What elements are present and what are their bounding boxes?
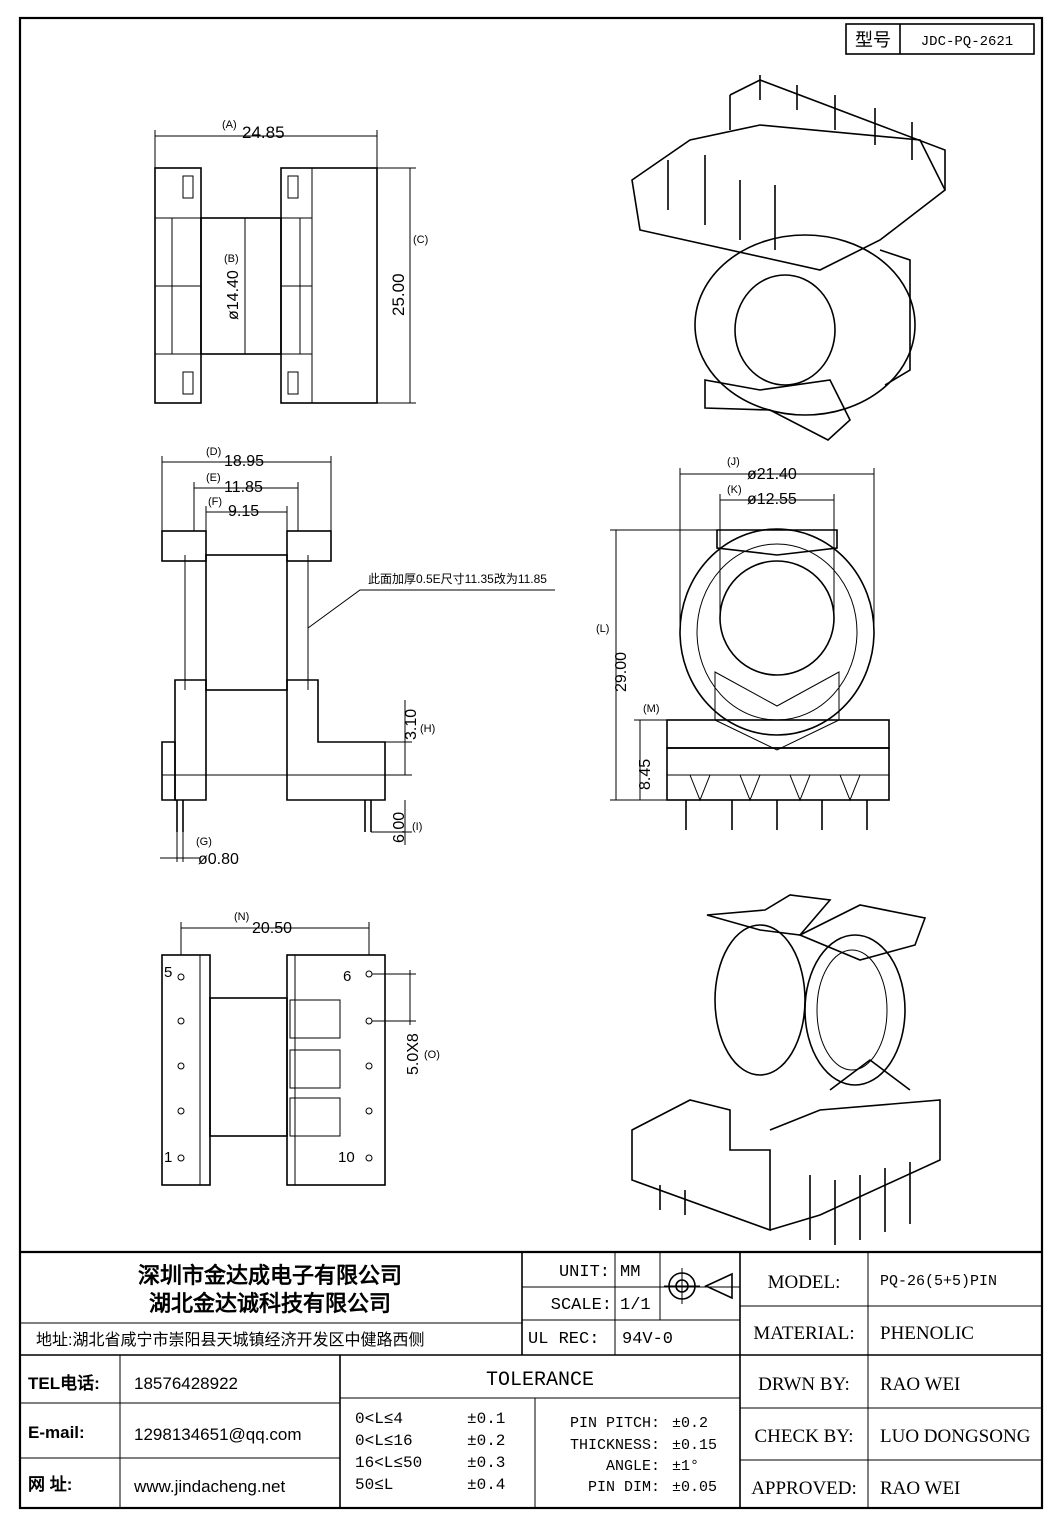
dim-k-value: ø12.55: [747, 491, 797, 508]
tol-range-3: 50≤L: [355, 1476, 393, 1494]
drawn-by-value: RAO WEI: [880, 1374, 960, 1395]
tel-label: TEL电话:: [28, 1373, 100, 1393]
check-by-value: LUO DONGSONG: [880, 1426, 1031, 1447]
ulrec-value: 94V-0: [622, 1330, 673, 1349]
material-label: MATERIAL:: [753, 1323, 854, 1344]
dim-c-value: 25.00: [389, 273, 408, 316]
model-number-box: 型号 JDC-PQ-2621: [845, 23, 1035, 55]
model-label: MODEL:: [768, 1272, 841, 1293]
isometric-view-bottom: [631, 894, 941, 1245]
dim-l-tag: (L): [596, 623, 609, 635]
dim-a-value: 24.85: [242, 123, 285, 142]
model-box-value: JDC-PQ-2621: [921, 34, 1013, 50]
web-label: 网 址:: [28, 1475, 72, 1494]
dim-f-tag: (F): [208, 496, 222, 508]
company-address: 地址:湖北省咸宁市崇阳县天城镇经济开发区中健路西侧: [36, 1331, 424, 1349]
tol-right-name-2: ANGLE:: [606, 1458, 660, 1475]
top-view: (A) 24.85 (B) ø14.40 (C) 25.00: [154, 119, 428, 404]
tol-value-3: ±0.4: [467, 1476, 505, 1494]
scale-value: 1/1: [620, 1296, 651, 1315]
dim-n-value: 20.50: [252, 920, 292, 937]
company-name-2: 湖北金达诚科技有限公司: [149, 1291, 391, 1316]
model-box-label: 型号: [855, 30, 891, 50]
pin-label-5: 5: [164, 964, 172, 981]
tol-right-name-0: PIN PITCH:: [570, 1415, 660, 1432]
web-value: www.jindacheng.net: [133, 1477, 285, 1496]
tol-right-name-3: PIN DIM:: [588, 1479, 660, 1496]
model-value: PQ-26(5+5)PIN: [880, 1273, 997, 1290]
dim-e-tag: (E): [206, 472, 221, 484]
pin-label-1: 1: [164, 1149, 172, 1166]
title-block: 深圳市金达成电子有限公司 湖北金达诚科技有限公司 地址:湖北省咸宁市崇阳县天城镇…: [20, 1250, 1042, 1508]
dim-d-value: 18.95: [224, 453, 264, 470]
pin-label-10: 10: [338, 1149, 355, 1166]
dim-e-value: 11.85: [224, 479, 263, 496]
dim-i-value: 6.00: [391, 812, 408, 843]
sheet-border: [18, 16, 1044, 1510]
tol-right-value-3: ±0.05: [672, 1479, 717, 1496]
dim-m-value: 8.45: [637, 759, 654, 790]
dim-m-tag: (M): [643, 703, 660, 715]
bottom-view: 5 6 1 10 (N) 20.50 (O) 5.0X8: [161, 911, 440, 1186]
tol-value-2: ±0.3: [467, 1454, 505, 1472]
ulrec-label: UL REC:: [528, 1330, 599, 1349]
pin-label-6: 6: [343, 968, 351, 985]
dim-j-tag: (J): [727, 456, 740, 468]
email-value: 1298134651@qq.com: [134, 1425, 302, 1444]
dim-b-value: ø14.40: [225, 270, 242, 320]
tol-range-2: 16<L≤50: [355, 1454, 422, 1472]
check-by-label: CHECK BY:: [754, 1426, 853, 1447]
note-text: 此面加厚0.5E尺寸11.35改为11.85: [368, 572, 547, 586]
tol-right-name-1: THICKNESS:: [570, 1437, 660, 1454]
tol-range-1: 0<L≤16: [355, 1432, 413, 1450]
side-view: (J) ø21.40 (K) ø12.55 (L) 29.00 (M) 8.45: [596, 456, 890, 830]
drawn-by-label: DRWN BY:: [758, 1374, 850, 1395]
tol-range-0: 0<L≤4: [355, 1410, 403, 1428]
company-name-1: 深圳市金达成电子有限公司: [138, 1263, 402, 1288]
tol-right-value-0: ±0.2: [672, 1415, 708, 1432]
dim-h-tag: (H): [420, 723, 435, 735]
dim-k-tag: (K): [727, 484, 742, 496]
dim-l-value: 29.00: [613, 652, 630, 692]
isometric-view-top: [631, 75, 947, 441]
dim-g-value: ø0.80: [198, 851, 239, 868]
dim-h-value: 3.10: [403, 709, 420, 740]
tolerance-title: TOLERANCE: [486, 1369, 594, 1392]
dim-i-tag: (I): [412, 821, 422, 833]
tol-value-1: ±0.2: [467, 1432, 505, 1450]
tol-right-value-2: ±1°: [672, 1458, 699, 1475]
approved-label: APPROVED:: [751, 1478, 857, 1499]
scale-label: SCALE:: [551, 1296, 612, 1315]
dim-g-tag: (G): [196, 836, 212, 848]
unit-label: UNIT:: [559, 1263, 610, 1282]
tel-value: 18576428922: [134, 1374, 238, 1393]
approved-value: RAO WEI: [880, 1478, 960, 1499]
tol-right-value-1: ±0.15: [672, 1437, 717, 1454]
dim-d-tag: (D): [206, 446, 221, 458]
projection-symbol: [664, 1268, 733, 1304]
dim-j-value: ø21.40: [747, 466, 797, 483]
dim-a-tag: (A): [222, 119, 237, 131]
dim-c-tag: (C): [413, 234, 428, 246]
dim-f-value: 9.15: [228, 503, 259, 520]
dim-b-tag: (B): [224, 253, 239, 265]
dim-o-tag: (O): [424, 1049, 440, 1061]
tol-value-0: ±0.1: [467, 1410, 505, 1428]
dim-n-tag: (N): [234, 911, 249, 923]
front-view: (D) 18.95 (E) 11.85 (F) 9.15 此面加厚0.5E尺寸1…: [160, 446, 555, 868]
email-label: E-mail:: [28, 1423, 85, 1442]
unit-value: MM: [620, 1263, 640, 1282]
dim-o-value: 5.0X8: [405, 1033, 422, 1075]
material-value: PHENOLIC: [880, 1323, 974, 1344]
